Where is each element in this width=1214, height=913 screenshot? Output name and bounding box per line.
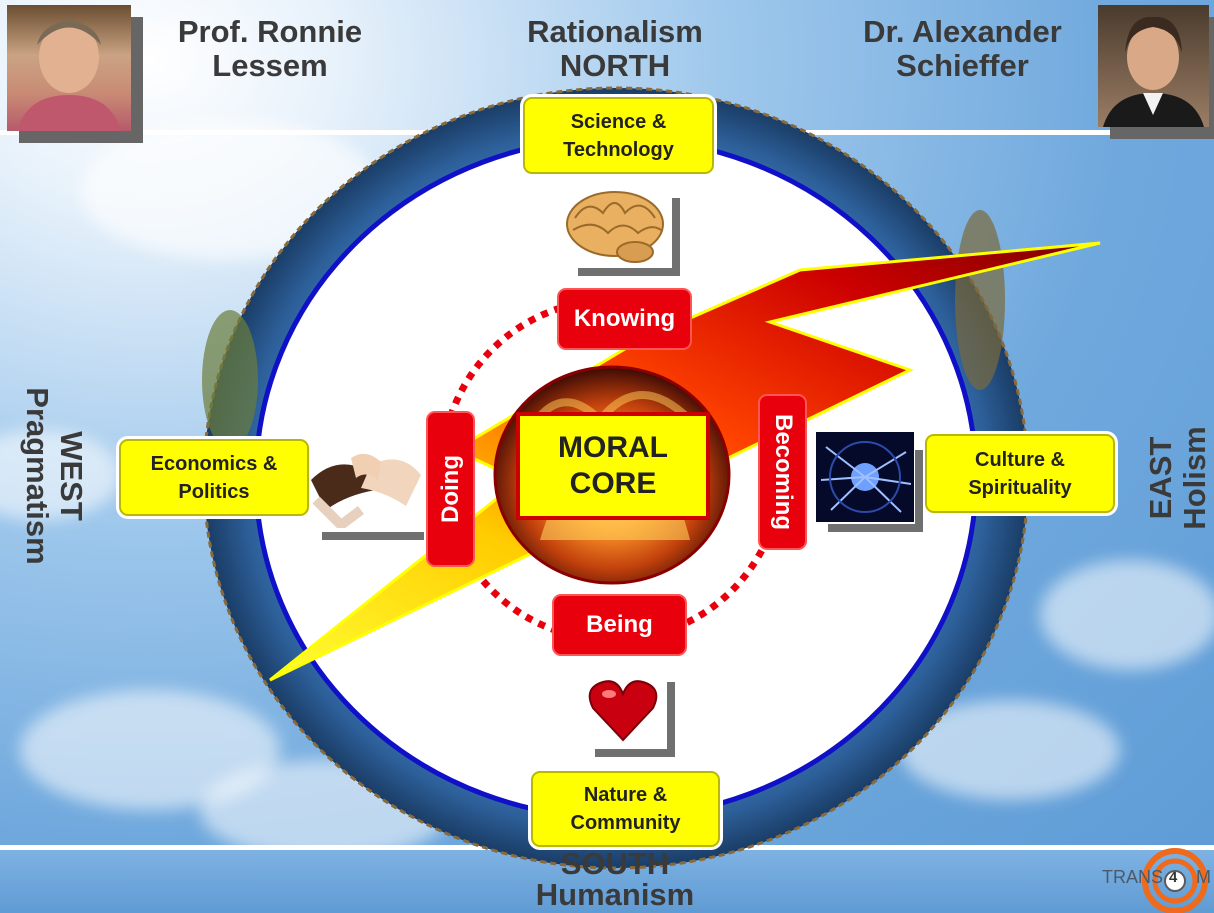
knowing-label: Knowing xyxy=(573,305,676,332)
north-heading: Rationalism NORTH xyxy=(480,15,750,83)
author-right-photo xyxy=(1098,5,1209,127)
author-right-line-2: Schieffer xyxy=(896,48,1029,83)
sector-east-line-2: Spirituality xyxy=(968,476,1072,499)
function-doing: Doing xyxy=(426,411,475,567)
sector-north-line-2: Technology xyxy=(563,138,674,161)
moral-core-box: MORAL CORE xyxy=(516,412,710,520)
handshake-icon xyxy=(311,453,421,528)
sector-west-line-1: Economics & xyxy=(150,452,278,475)
cloud xyxy=(1040,560,1214,670)
author-left-photo xyxy=(7,5,131,131)
east-heading: EAST Holism xyxy=(1143,378,1214,578)
sector-south: Nature & Community xyxy=(531,771,720,847)
logo-number: 4 xyxy=(1169,869,1178,886)
trans4m-logo: TRANS 4 M xyxy=(1100,845,1214,913)
north-line-1: Rationalism xyxy=(527,14,703,49)
sector-east-line-1: Culture & xyxy=(975,448,1065,471)
function-becoming: Becoming xyxy=(758,394,807,550)
east-line-2: Holism xyxy=(1177,426,1212,530)
sector-west: Economics & Politics xyxy=(119,439,309,516)
south-heading: SOUTH Humanism xyxy=(470,848,760,910)
north-line-2: NORTH xyxy=(559,48,671,83)
west-heading: WEST Pragmatism xyxy=(16,376,89,576)
south-line-2: Humanism xyxy=(535,877,695,912)
bracket-shadow xyxy=(578,268,680,276)
author-left-line-1: Prof. Ronnie xyxy=(177,14,363,49)
bracket-shadow xyxy=(595,749,675,757)
logo-rings-icon xyxy=(1142,848,1208,913)
brain-icon xyxy=(566,191,664,263)
earth-land xyxy=(202,310,258,450)
person-icon xyxy=(1103,16,1204,127)
sector-west-line-2: Politics xyxy=(178,480,250,503)
bracket-shadow xyxy=(672,198,680,276)
function-being: Being xyxy=(552,594,687,656)
core-line-2: CORE xyxy=(569,467,657,500)
author-right-line-1: Dr. Alexander xyxy=(863,14,1062,49)
heart-icon xyxy=(588,680,658,742)
west-line-2: Pragmatism xyxy=(20,387,55,565)
east-line-1: EAST xyxy=(1143,436,1178,520)
function-knowing: Knowing xyxy=(557,288,692,350)
sector-north: Science & Technology xyxy=(523,97,714,174)
being-label: Being xyxy=(586,611,653,638)
bracket-shadow xyxy=(828,524,923,532)
west-line-1: WEST xyxy=(54,431,89,521)
bracket-shadow xyxy=(667,682,675,757)
doing-label: Doing xyxy=(436,455,464,523)
author-right-name: Dr. Alexander Schieffer xyxy=(840,15,1085,83)
logo-text: TRANS xyxy=(1102,867,1164,887)
bracket-shadow xyxy=(915,450,923,532)
south-line-1: SOUTH xyxy=(560,846,670,881)
becoming-label: Becoming xyxy=(769,413,797,531)
core-line-1: MORAL xyxy=(558,431,668,464)
sector-north-line-1: Science & xyxy=(570,110,667,133)
logo-letter: M xyxy=(1196,867,1211,887)
earth-land xyxy=(955,210,1005,390)
sector-south-line-2: Community xyxy=(570,812,681,834)
sector-south-line-1: Nature & xyxy=(583,784,668,806)
person-icon xyxy=(17,20,121,131)
author-left-name: Prof. Ronnie Lessem xyxy=(150,15,390,83)
sector-east: Culture & Spirituality xyxy=(925,434,1115,513)
plasma-ball-icon xyxy=(816,432,914,522)
author-left-line-2: Lessem xyxy=(212,48,328,83)
bracket-shadow xyxy=(322,532,424,540)
